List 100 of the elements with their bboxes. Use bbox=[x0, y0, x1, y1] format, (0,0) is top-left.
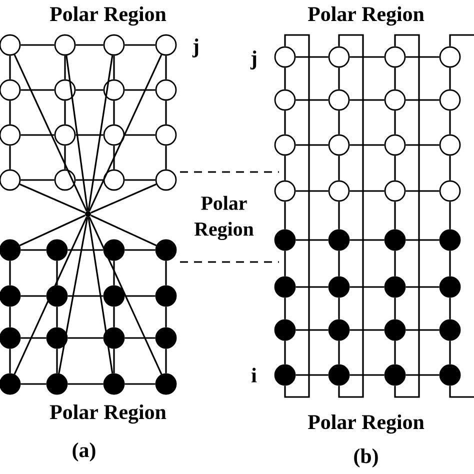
open-circle bbox=[103, 34, 125, 56]
grid-line bbox=[284, 298, 286, 320]
grid-line bbox=[394, 68, 396, 90]
solid-dot bbox=[155, 327, 177, 349]
grid-line bbox=[56, 260, 58, 286]
grid-line bbox=[296, 190, 328, 192]
solid-dot bbox=[46, 327, 68, 349]
open-circle bbox=[328, 89, 350, 111]
region-label: Polar Region bbox=[50, 404, 166, 424]
grid-line bbox=[9, 56, 11, 80]
open-circle bbox=[439, 134, 461, 156]
open-circle bbox=[274, 180, 296, 202]
grid-line bbox=[394, 250, 396, 276]
grid-line bbox=[284, 156, 286, 180]
crossing-point bbox=[85, 211, 91, 217]
diagonal-line bbox=[14, 216, 88, 375]
solid-dot bbox=[155, 373, 177, 395]
panel-label: (a) bbox=[72, 442, 96, 462]
grid-line bbox=[68, 295, 104, 297]
index-label: j bbox=[192, 38, 198, 58]
grid-line bbox=[20, 383, 46, 385]
diagonal-line bbox=[88, 54, 162, 212]
diagonal-line bbox=[90, 214, 157, 246]
grid-line bbox=[394, 156, 396, 180]
grid-line bbox=[64, 56, 66, 80]
grid-line bbox=[68, 249, 104, 251]
solid-dot bbox=[103, 285, 125, 307]
open-circle bbox=[54, 169, 76, 191]
grid-line bbox=[165, 56, 167, 80]
solid-dot bbox=[384, 364, 406, 386]
grid-line bbox=[9, 348, 11, 374]
grid-line bbox=[296, 144, 328, 146]
wrap-line bbox=[449, 34, 474, 46]
grid-line bbox=[113, 146, 115, 170]
solid-dot bbox=[439, 319, 461, 341]
grid-line bbox=[124, 179, 156, 181]
grid-line bbox=[284, 250, 286, 276]
grid-line bbox=[284, 110, 286, 134]
open-circle bbox=[439, 89, 461, 111]
grid-line bbox=[350, 286, 384, 288]
grid-line bbox=[124, 337, 156, 339]
grid-line bbox=[406, 56, 440, 58]
diagonal-line bbox=[66, 56, 88, 211]
grid-line bbox=[124, 295, 156, 297]
open-circle bbox=[54, 124, 76, 146]
grid-line bbox=[20, 249, 46, 251]
grid-line bbox=[113, 306, 115, 328]
grid-line bbox=[449, 298, 451, 320]
index-label: j bbox=[250, 50, 256, 70]
open-circle bbox=[274, 134, 296, 156]
open-circle bbox=[155, 169, 177, 191]
grid-line bbox=[64, 146, 66, 170]
grid-line bbox=[449, 202, 451, 230]
grid-line bbox=[165, 260, 167, 286]
open-circle bbox=[328, 180, 350, 202]
solid-dot bbox=[274, 276, 296, 298]
grid-line bbox=[76, 179, 104, 181]
diagonal-line bbox=[90, 184, 157, 214]
solid-dot bbox=[328, 364, 350, 386]
solid-dot bbox=[46, 285, 68, 307]
open-circle bbox=[384, 134, 406, 156]
grid-line bbox=[20, 295, 46, 297]
open-circle bbox=[384, 89, 406, 111]
grid-line bbox=[113, 348, 115, 374]
grid-line bbox=[20, 134, 54, 136]
region-label: Polar Region bbox=[50, 6, 166, 26]
grid-line bbox=[124, 383, 156, 385]
grid-line bbox=[350, 56, 384, 58]
grid-line bbox=[165, 100, 167, 124]
grid-line bbox=[9, 260, 11, 286]
region-label: Polar Region bbox=[308, 6, 424, 26]
solid-dot bbox=[384, 229, 406, 251]
grid-line bbox=[113, 56, 115, 80]
grid-line bbox=[76, 89, 104, 91]
grid-line bbox=[449, 156, 451, 180]
solid-dot bbox=[46, 373, 68, 395]
grid-line bbox=[124, 44, 156, 46]
grid-line bbox=[338, 110, 340, 134]
open-circle bbox=[384, 180, 406, 202]
diagonal-line bbox=[88, 55, 114, 211]
solid-dot bbox=[328, 319, 350, 341]
grid-line bbox=[350, 329, 384, 331]
grid-line bbox=[338, 202, 340, 230]
grid-line bbox=[284, 68, 286, 90]
grid-line bbox=[350, 239, 384, 241]
grid-line bbox=[20, 44, 54, 46]
grid-line bbox=[350, 144, 384, 146]
grid-line bbox=[68, 337, 104, 339]
grid-line bbox=[406, 99, 440, 101]
solid-dot bbox=[274, 319, 296, 341]
diagonal-line bbox=[88, 216, 162, 375]
open-circle bbox=[155, 34, 177, 56]
grid-line bbox=[338, 298, 340, 320]
solid-dot bbox=[155, 285, 177, 307]
solid-dot bbox=[328, 229, 350, 251]
grid-line bbox=[296, 99, 328, 101]
grid-line bbox=[76, 44, 104, 46]
open-circle bbox=[103, 79, 125, 101]
open-circle bbox=[328, 134, 350, 156]
grid-line bbox=[350, 99, 384, 101]
